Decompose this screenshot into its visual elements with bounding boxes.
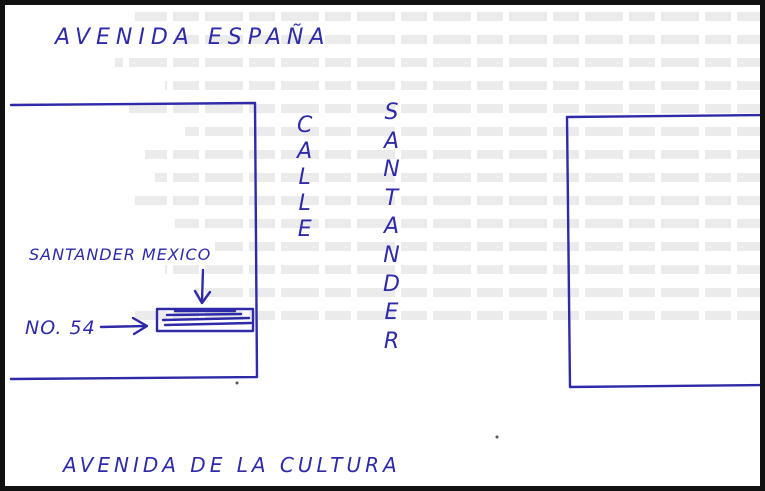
vertical-letter: A — [383, 214, 399, 240]
right-block-outline — [565, 113, 760, 389]
vertical-letter: S — [384, 100, 399, 125]
vertical-letter: C — [297, 113, 313, 138]
vertical-letter: E — [297, 217, 312, 242]
street-label-avenida-cultura: AVENIDA DE LA CULTURA — [63, 453, 401, 477]
vertical-letter: L — [298, 191, 311, 216]
arrow-down-icon — [193, 268, 212, 305]
arrow-right-icon — [99, 316, 149, 336]
address-number-label: NO. 54 — [25, 317, 96, 339]
left-block-outline — [9, 101, 259, 381]
vertical-letter: T — [384, 185, 399, 211]
vertical-letter: D — [383, 271, 400, 297]
vertical-letter: A — [383, 128, 399, 154]
sketch-drawing — [9, 101, 760, 439]
vertical-letter: R — [383, 328, 400, 354]
hatched-marker-icon — [155, 307, 255, 333]
vertical-letter: N — [383, 242, 400, 268]
vertical-letter: E — [384, 300, 399, 326]
vertical-letter: L — [298, 165, 311, 190]
vertical-letter: N — [383, 157, 400, 183]
bank-label: SANTANDER MEXICO — [29, 245, 212, 264]
vertical-letter: A — [297, 139, 313, 164]
street-label-avenida-espana: AVENIDA ESPAÑA — [55, 25, 331, 50]
